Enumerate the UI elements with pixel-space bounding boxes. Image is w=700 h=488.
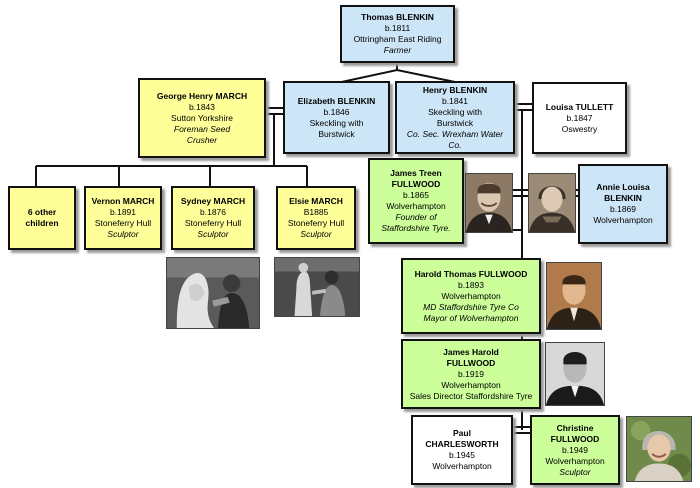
person-place: Stoneferry Hull <box>287 218 345 228</box>
person-name: Thomas BLENKIN <box>361 12 434 22</box>
person-occupation: Sculptor <box>107 229 139 239</box>
person-6-other-children: 6 other children <box>8 186 76 250</box>
person-occupation: MD Staffordshire Tyre Co Mayor of Wolver… <box>423 301 519 323</box>
person-name: Vernon MARCH <box>91 196 155 206</box>
photo-james-treen <box>465 173 513 233</box>
person-occupation-text: Sales Director Staffordshire Tyre <box>409 390 533 401</box>
person-name: Elizabeth BLENKIN <box>297 95 376 106</box>
person-place: Sutton Yorkshire <box>171 112 233 123</box>
person-birth: b.1841 <box>442 95 468 106</box>
person-george-henry-march: George Henry MARCH b.1843 Sutton Yorkshi… <box>138 78 266 158</box>
person-occupation: Sculptor <box>197 229 229 239</box>
person-place: Stoneferry Hull <box>184 218 242 228</box>
person-harold-thomas-fullwood: Harold Thomas FULLWOOD b.1893 Wolverhamp… <box>401 258 541 334</box>
person-elizabeth-blenkin: Elizabeth BLENKIN b.1846 Skeckling with … <box>283 81 390 154</box>
person-name: Christine FULLWOOD <box>550 422 600 444</box>
photo-annie <box>528 173 576 233</box>
person-place: Skeckling with Burstwick <box>309 117 364 139</box>
person-birth: b.1811 <box>384 23 411 33</box>
person-place: Ottringham East Riding <box>353 34 442 44</box>
person-james-treen-fullwood: James Treen FULLWOOD b.1865 Wolverhampto… <box>368 158 464 244</box>
photo-sculptor-1 <box>166 257 260 329</box>
person-birth: b.1846 <box>323 106 350 117</box>
person-place: Wolverhampton <box>432 461 492 471</box>
person-name: Paul CHARLESWORTH <box>425 428 499 449</box>
person-birth: b.1893 <box>458 279 484 290</box>
photo-sculptor-2 <box>274 257 360 317</box>
person-name: Louisa TULLETT <box>545 101 614 112</box>
person-christine-fullwood: Christine FULLWOOD b.1949 Wolverhampton … <box>530 415 620 485</box>
person-birth: b.1869 <box>610 204 636 214</box>
person-place: Wolverhampton <box>545 455 605 466</box>
person-birth: B1885 <box>303 207 329 217</box>
person-annie-louisa-blenkin: Annie Louisa BLENKIN b.1869 Wolverhampto… <box>578 164 668 244</box>
person-place: Wolverhampton <box>593 215 653 225</box>
person-james-harold-fullwood: James Harold FULLWOOD b.1919 Wolverhampt… <box>401 339 541 409</box>
person-occupation: Foreman Seed Crusher <box>173 123 231 145</box>
photo-james-harold <box>545 342 605 406</box>
person-occupation: Sculptor <box>300 229 332 239</box>
person-place: Wolverhampton <box>441 379 501 390</box>
person-birth: b.1919 <box>458 368 484 379</box>
person-vernon-march: Vernon MARCH b.1891 Stoneferry Hull Scul… <box>84 186 162 250</box>
person-name: Harold Thomas FULLWOOD <box>414 268 528 279</box>
person-birth: b.1876 <box>200 207 226 217</box>
person-elsie-march: Elsie MARCH B1885 Stoneferry Hull Sculpt… <box>276 186 356 250</box>
person-name: George Henry MARCH <box>156 90 248 101</box>
person-place: Skeckling with Burstwick <box>428 106 482 128</box>
person-place: Wolverhampton <box>386 201 446 211</box>
person-place: Oswestry <box>561 123 598 134</box>
person-louisa-tullett: Louisa TULLETT b.1847 Oswestry <box>532 82 627 154</box>
person-birth: b.1949 <box>562 444 588 455</box>
person-place: Stoneferry Hull <box>94 218 152 228</box>
person-birth: b.1891 <box>110 207 136 217</box>
person-occupation: Farmer <box>383 45 412 55</box>
person-occupation: Co. Sec. Wrexham Water Co. <box>406 128 504 150</box>
person-name: Sydney MARCH <box>180 196 246 206</box>
person-name: Elsie MARCH <box>289 196 343 206</box>
person-birth: b.1865 <box>403 190 429 200</box>
person-birth: b.1945 <box>449 450 475 460</box>
person-birth: b.1847 <box>566 112 593 123</box>
person-name: James Treen FULLWOOD <box>390 168 442 189</box>
person-occupation: Sculptor <box>559 466 591 477</box>
photo-harold <box>546 262 602 330</box>
photo-christine <box>626 416 692 482</box>
person-birth: b.1843 <box>189 101 215 112</box>
person-sydney-march: Sydney MARCH b.1876 Stoneferry Hull Scul… <box>171 186 255 250</box>
person-thomas-blenkin: Thomas BLENKIN b.1811 Ottringham East Ri… <box>340 5 455 63</box>
person-name: 6 other children <box>25 207 59 228</box>
person-henry-blenkin: Henry BLENKIN b.1841 Skeckling with Burs… <box>395 81 515 154</box>
person-name: Annie Louisa BLENKIN <box>596 182 650 203</box>
person-occupation: Founder of Staffordshire Tyre. <box>381 212 451 233</box>
person-name: Henry BLENKIN <box>422 84 488 95</box>
person-paul-charlesworth: Paul CHARLESWORTH b.1945 Wolverhampton <box>411 415 513 485</box>
person-place: Wolverhampton <box>441 290 501 301</box>
person-name: James Harold FULLWOOD <box>443 346 499 368</box>
